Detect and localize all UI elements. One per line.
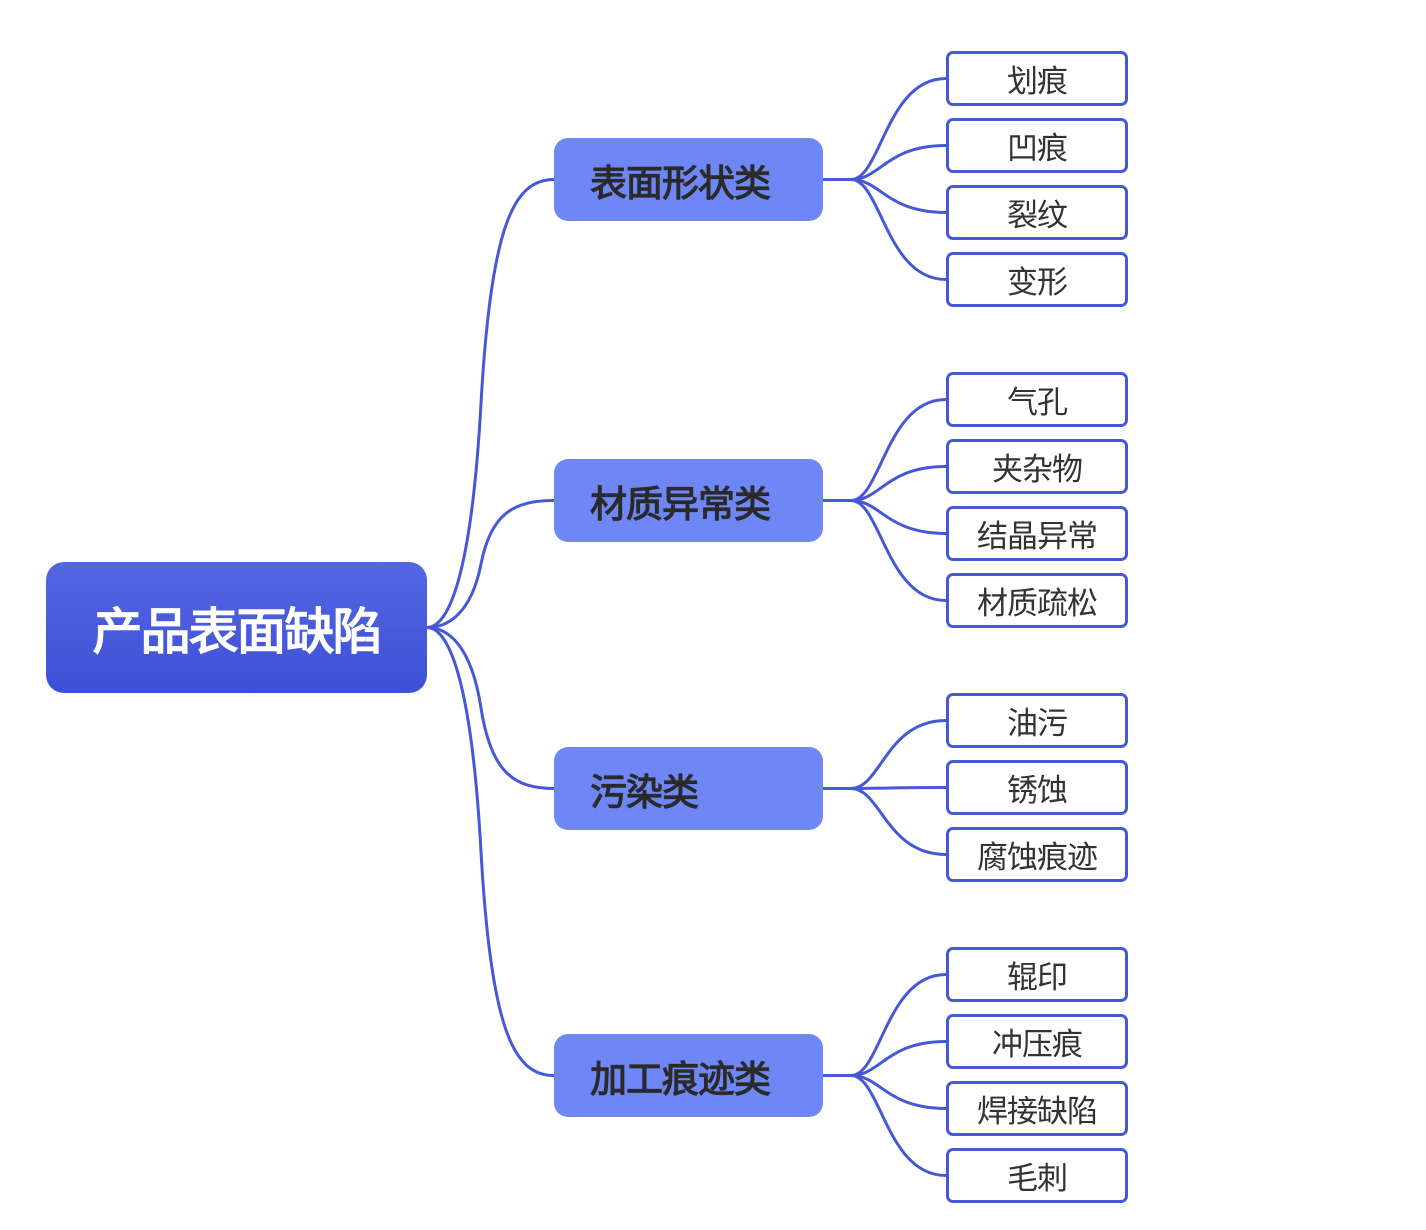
- leaf-node[interactable]: 变形: [946, 252, 1128, 307]
- leaf-label: 辊印: [1007, 960, 1068, 996]
- branch-leaf-connector: [849, 1074, 948, 1110]
- leaf-label: 焊接缺陷: [977, 1094, 1098, 1130]
- branch-leaf-connector: [849, 499, 948, 535]
- root-node[interactable]: 产品表面缺陷: [46, 562, 427, 693]
- leaf-label: 油污: [1007, 706, 1068, 742]
- leaf-node[interactable]: 结晶异常: [946, 506, 1128, 561]
- root-branch-connector: [425, 626, 556, 790]
- branch-node-contamination[interactable]: 污染类: [554, 747, 823, 830]
- branch-leaf-connector: [849, 1074, 948, 1177]
- branch-node-surface-shape[interactable]: 表面形状类: [554, 138, 823, 221]
- branch-label: 加工痕迹类: [590, 1057, 771, 1101]
- leaf-label: 材质疏松: [977, 586, 1098, 622]
- branch-node-material-anomaly[interactable]: 材质异常类: [554, 459, 823, 542]
- leaf-label: 锈蚀: [1007, 773, 1068, 809]
- branch-leaf-connector: [849, 499, 948, 602]
- leaf-label: 毛刺: [1007, 1161, 1068, 1197]
- branch-label: 表面形状类: [590, 161, 771, 205]
- branch-leaf-connector: [849, 787, 948, 856]
- leaf-label: 腐蚀痕迹: [977, 840, 1098, 876]
- leaf-label: 气孔: [1007, 385, 1068, 421]
- leaf-label: 冲压痕: [992, 1027, 1083, 1063]
- root-branch-connector: [425, 499, 556, 629]
- leaf-node[interactable]: 材质疏松: [946, 573, 1128, 628]
- leaf-node[interactable]: 辊印: [946, 947, 1128, 1002]
- branch-leaf-connector: [849, 973, 948, 1077]
- leaf-node[interactable]: 腐蚀痕迹: [946, 827, 1128, 882]
- leaf-label: 结晶异常: [977, 519, 1098, 555]
- leaf-node[interactable]: 毛刺: [946, 1148, 1128, 1203]
- leaf-label: 划痕: [1007, 64, 1068, 100]
- root-branch-connector: [425, 178, 556, 629]
- leaf-node[interactable]: 划痕: [946, 51, 1128, 106]
- leaf-node[interactable]: 凹痕: [946, 118, 1128, 173]
- root-label: 产品表面缺陷: [92, 602, 383, 661]
- leaf-node[interactable]: 气孔: [946, 372, 1128, 427]
- branch-leaf-connector: [849, 77, 948, 181]
- leaf-label: 夹杂物: [992, 452, 1083, 488]
- branch-leaf-connector: [849, 398, 948, 502]
- leaf-label: 裂纹: [1007, 198, 1068, 234]
- branch-node-processing-marks[interactable]: 加工痕迹类: [554, 1034, 823, 1117]
- branch-label: 材质异常类: [590, 482, 771, 526]
- branch-leaf-connector: [849, 786, 948, 790]
- leaf-node[interactable]: 焊接缺陷: [946, 1081, 1128, 1136]
- leaf-node[interactable]: 夹杂物: [946, 439, 1128, 494]
- branch-leaf-connector: [849, 719, 948, 790]
- leaf-label: 凹痕: [1007, 131, 1068, 167]
- root-branch-connector: [425, 626, 556, 1077]
- branch-leaf-connector: [849, 1040, 948, 1077]
- branch-leaf-connector: [849, 144, 948, 181]
- branch-leaf-connector: [849, 178, 948, 214]
- leaf-node[interactable]: 油污: [946, 693, 1128, 748]
- branch-leaf-connector: [849, 465, 948, 502]
- leaf-node[interactable]: 裂纹: [946, 185, 1128, 240]
- branch-leaf-connector: [849, 178, 948, 281]
- branch-label: 污染类: [590, 770, 699, 814]
- leaf-node[interactable]: 锈蚀: [946, 760, 1128, 815]
- leaf-label: 变形: [1007, 265, 1068, 301]
- leaf-node[interactable]: 冲压痕: [946, 1014, 1128, 1069]
